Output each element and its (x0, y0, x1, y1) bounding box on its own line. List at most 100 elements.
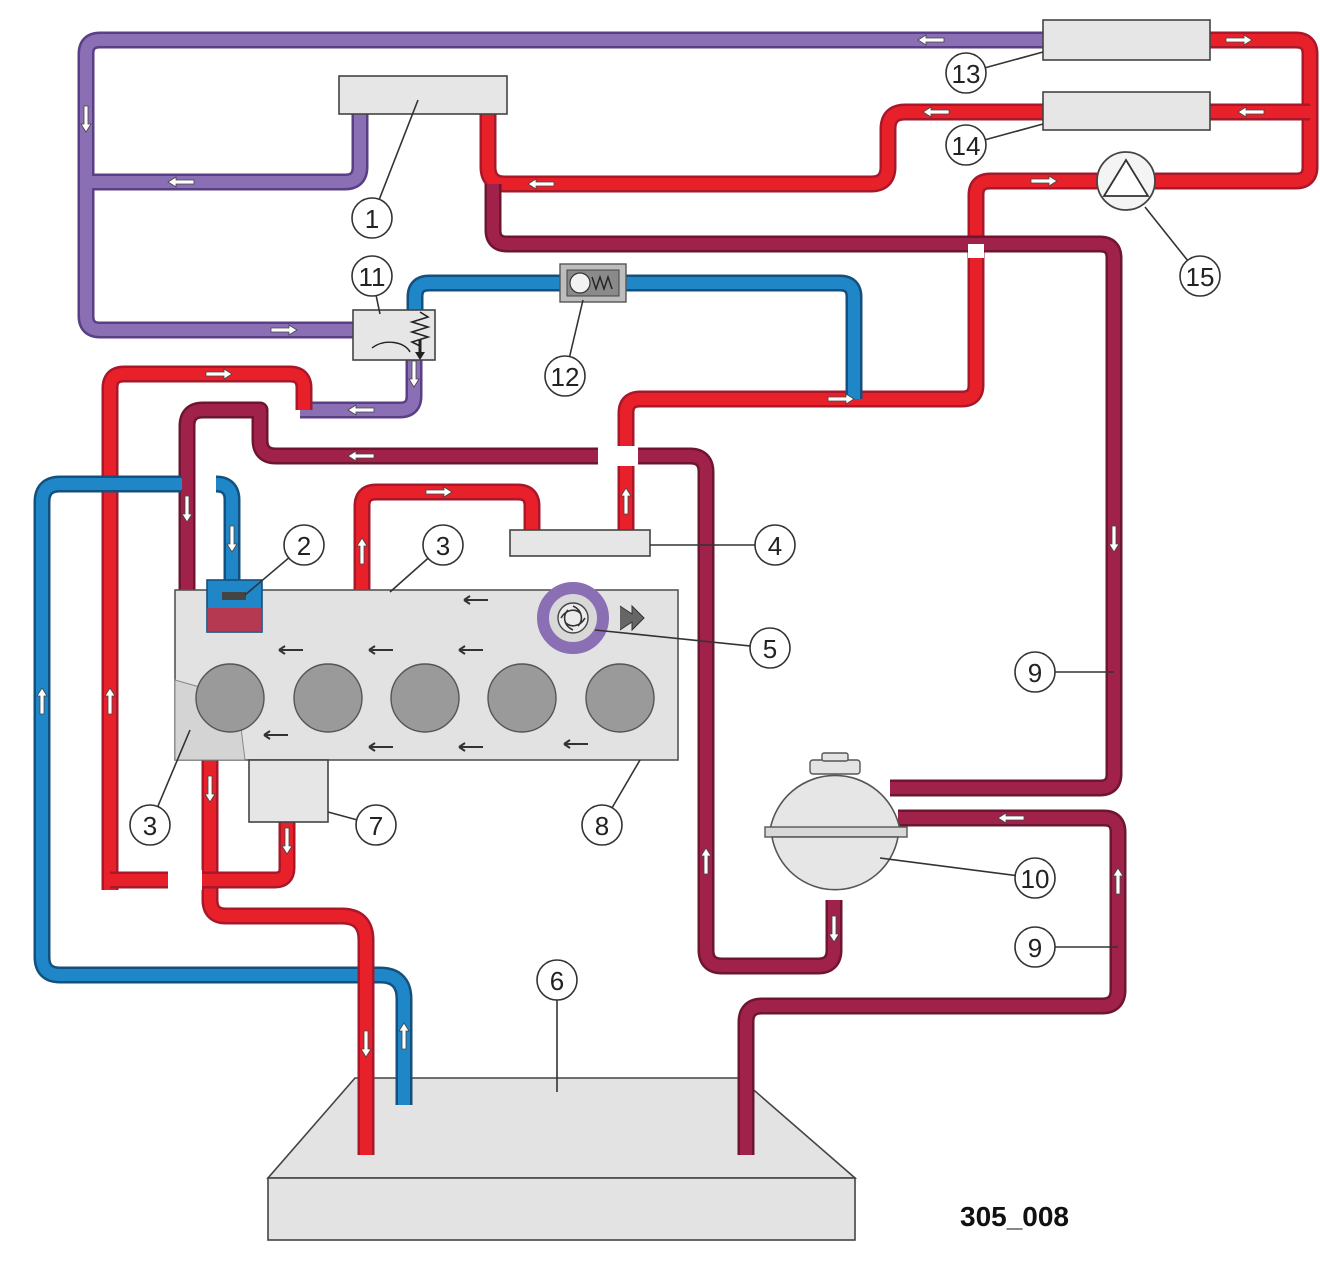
callout-circle (283, 524, 325, 566)
flow-arrow (181, 495, 193, 523)
heat-exchanger-14 (1042, 91, 1211, 131)
flow-arrow (347, 404, 375, 416)
flow-arrows (36, 34, 1265, 1058)
callout-circle (351, 197, 393, 239)
flow-arrow (827, 393, 855, 405)
flow-arrow (1030, 175, 1058, 187)
cylinder (195, 663, 265, 733)
pipe-maroon-return (178, 401, 843, 975)
valve-11 (352, 309, 436, 361)
flow-arrow (408, 360, 420, 388)
callout-c3b: 3 (129, 804, 171, 846)
leader-line-c10 (879, 857, 1036, 879)
coolant-pipes (33, 31, 1319, 1155)
callout-label: 14 (952, 131, 981, 161)
callout-circle (1014, 857, 1056, 899)
callout-label: 2 (297, 531, 311, 561)
pipe-red-7 (110, 822, 296, 889)
flow-arrow (425, 486, 453, 498)
flow-arrow (563, 739, 588, 749)
callout-label: 5 (763, 634, 777, 664)
flow-arrow (205, 368, 233, 380)
callout-c9b: 9 (1014, 926, 1056, 968)
pipe-blue-into-2 (215, 475, 241, 580)
flow-arrow (463, 595, 488, 605)
callout-c2: 2 (283, 524, 325, 566)
flow-arrow (263, 730, 288, 740)
cylinder (585, 663, 655, 733)
flow-arrow (270, 324, 298, 336)
leader-line-c1 (371, 99, 419, 219)
flow-arrow (356, 537, 368, 565)
callout-c14: 14 (945, 124, 987, 166)
flow-arrow (1237, 106, 1265, 118)
heater-core-13 (1042, 19, 1211, 61)
pipe-blue-outer (33, 475, 413, 1105)
flow-arrow (226, 525, 238, 553)
flow-arrow (1108, 525, 1120, 553)
callout-c15: 15 (1179, 255, 1221, 297)
flow-arrow (278, 645, 303, 655)
callout-c5: 5 (749, 627, 791, 669)
callout-circle (422, 524, 464, 566)
callout-circle (749, 627, 791, 669)
flow-arrow (620, 487, 632, 515)
callout-circle (754, 524, 796, 566)
callout-circle (536, 959, 578, 1001)
callout-c11: 11 (351, 255, 393, 297)
callout-label: 6 (550, 966, 564, 996)
callout-c6: 6 (536, 959, 578, 1001)
component-7 (248, 759, 329, 823)
pipe-crossing-gap (968, 244, 984, 258)
callout-c13: 13 (945, 52, 987, 94)
callout-label: 4 (768, 531, 782, 561)
flow-arrow (997, 812, 1025, 824)
flow-arrow (1112, 867, 1124, 895)
coolant-pump-5 (537, 582, 645, 654)
flow-arrow (36, 687, 48, 715)
flow-arrow (167, 176, 195, 188)
pipe-purple-top (77, 31, 1043, 339)
callout-label: 7 (369, 811, 383, 841)
callout-c8: 8 (581, 804, 623, 846)
callout-circle (544, 355, 586, 397)
flow-arrow (917, 34, 945, 46)
component-4 (509, 529, 651, 557)
pipe-purple-11-out (300, 360, 423, 419)
pipe-purple-tank1 (92, 114, 369, 191)
callout-c4: 4 (754, 524, 796, 566)
flow-arrow (368, 742, 393, 752)
pipe-crossing-gap (598, 446, 638, 466)
flow-arrow (104, 687, 116, 715)
callout-label: 12 (551, 362, 580, 392)
callout-circle (355, 804, 397, 846)
callout-circle (945, 52, 987, 94)
callout-circle (945, 124, 987, 166)
callout-c12: 12 (544, 355, 586, 397)
pipe-maroon-9 (484, 184, 1123, 797)
callout-label: 15 (1186, 262, 1215, 292)
callout-label: 3 (143, 811, 157, 841)
callout-c1: 1 (351, 197, 393, 239)
callout-label: 11 (359, 262, 386, 292)
callout-circle (1014, 651, 1056, 693)
pump-15 (1096, 151, 1156, 211)
pipe-blue-12 (406, 274, 863, 399)
radiator (266, 1077, 858, 1241)
flow-arrow (368, 645, 393, 655)
flow-arrow (347, 450, 375, 462)
flow-arrow (204, 775, 216, 803)
cylinder (390, 663, 460, 733)
flow-arrow (80, 105, 92, 133)
flow-arrow (360, 1030, 372, 1058)
callout-label: 3 (436, 531, 450, 561)
flow-arrow (828, 915, 840, 943)
cylinder (487, 663, 557, 733)
callout-c7: 7 (355, 804, 397, 846)
callout-circle (581, 804, 623, 846)
flow-arrow (458, 645, 483, 655)
flow-arrow (922, 106, 950, 118)
callout-label: 10 (1021, 864, 1050, 894)
